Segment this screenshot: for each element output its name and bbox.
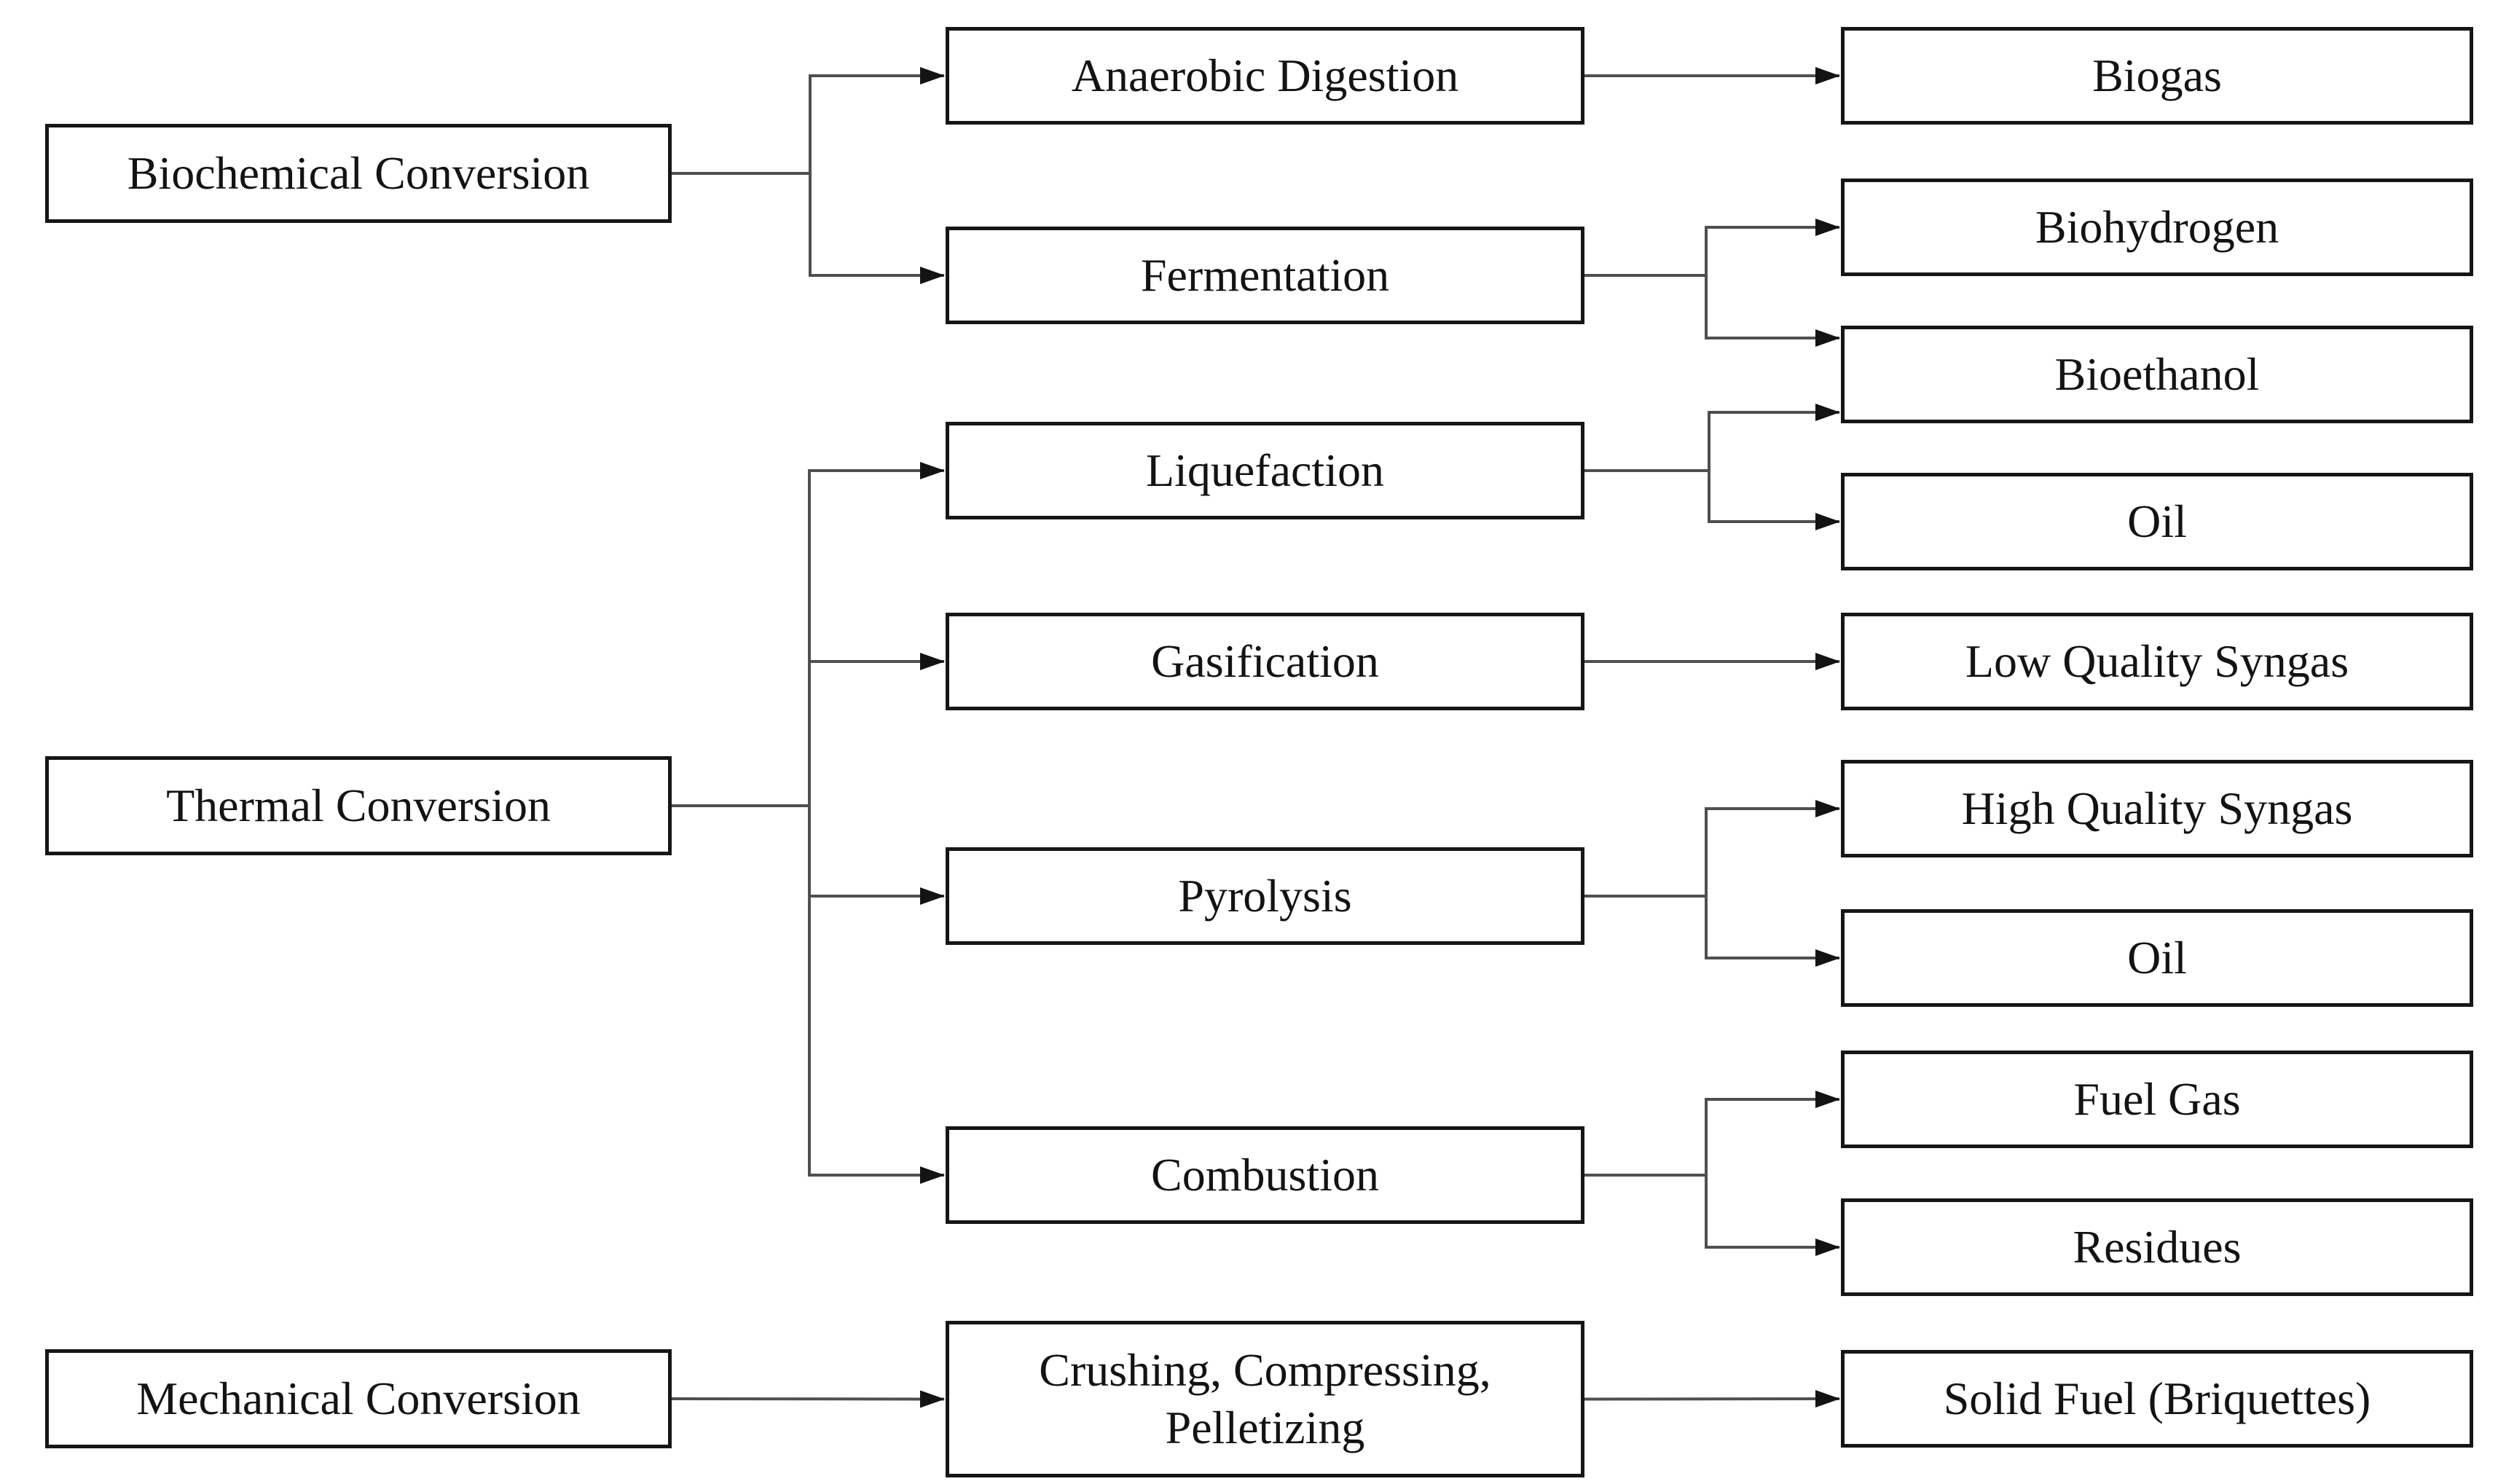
- node-bioethanol: Bioethanol: [1841, 326, 2473, 423]
- edge-combustion-to-residues: [1584, 1174, 1840, 1256]
- node-oil-liquefaction: Oil: [1841, 473, 2473, 570]
- node-label: Gasification: [1151, 635, 1379, 687]
- node-label: Fuel Gas: [2073, 1072, 2241, 1125]
- edge-thermal-conversion-to-gasification: [672, 653, 945, 807]
- edge-pyrolysis-to-high-quality-syngas: [1584, 800, 1840, 898]
- node-biohydrogen: Biohydrogen: [1841, 178, 2473, 276]
- node-label: Thermal Conversion: [166, 779, 551, 831]
- node-crushing-compressing-pelletizing: Crushing, Compressing, Pelletizing: [946, 1321, 1584, 1477]
- node-label: Oil: [2127, 495, 2187, 547]
- edge-combustion-to-fuel-gas: [1584, 1091, 1840, 1177]
- edge-liquefaction-to-oil-liquefaction: [1584, 469, 1840, 530]
- node-oil-pyrolysis: Oil: [1841, 909, 2473, 1007]
- node-anaerobic-digestion: Anaerobic Digestion: [946, 27, 1584, 125]
- node-label: Combustion: [1151, 1148, 1379, 1201]
- node-label: Oil: [2127, 931, 2187, 984]
- node-label: Residues: [2073, 1220, 2242, 1273]
- node-label: Crushing, Compressing, Pelletizing: [1039, 1344, 1491, 1453]
- edge-thermal-conversion-to-combustion: [672, 804, 945, 1184]
- node-label: High Quality Syngas: [1961, 782, 2353, 834]
- node-solid-fuel-briquettes: Solid Fuel (Briquettes): [1841, 1350, 2473, 1448]
- node-label: Low Quality Syngas: [1965, 635, 2349, 687]
- edge-liquefaction-to-bioethanol: [1584, 404, 1840, 472]
- node-fermentation: Fermentation: [946, 227, 1584, 324]
- edge-pyrolysis-to-oil-pyrolysis: [1584, 895, 1840, 967]
- node-label: Solid Fuel (Briquettes): [1943, 1372, 2371, 1424]
- node-label: Fermentation: [1140, 248, 1390, 301]
- node-biogas: Biogas: [1841, 27, 2473, 125]
- node-residues: Residues: [1841, 1198, 2473, 1296]
- edge-fermentation-to-biohydrogen: [1584, 219, 1840, 277]
- node-combustion: Combustion: [946, 1126, 1584, 1224]
- node-biochemical-conversion: Biochemical Conversion: [45, 124, 672, 223]
- node-label: Biogas: [2092, 49, 2222, 101]
- node-label: Mechanical Conversion: [136, 1372, 581, 1424]
- node-high-quality-syngas: High Quality Syngas: [1841, 760, 2473, 857]
- node-mechanical-conversion: Mechanical Conversion: [45, 1349, 672, 1448]
- node-label: Pyrolysis: [1178, 869, 1352, 922]
- node-label: Biohydrogen: [2035, 200, 2279, 253]
- edge-fermentation-to-bioethanol: [1584, 274, 1840, 347]
- edge-biochemical-conversion-to-fermentation: [672, 172, 945, 284]
- node-label: Anaerobic Digestion: [1071, 49, 1459, 101]
- node-label: Liquefaction: [1146, 444, 1384, 496]
- node-fuel-gas: Fuel Gas: [1841, 1051, 2473, 1148]
- node-label: Biochemical Conversion: [127, 146, 590, 199]
- node-liquefaction: Liquefaction: [946, 422, 1584, 519]
- node-label: Bioethanol: [2054, 348, 2260, 400]
- node-pyrolysis: Pyrolysis: [946, 847, 1584, 945]
- edge-biochemical-conversion-to-anaerobic-digestion: [672, 67, 945, 175]
- node-low-quality-syngas: Low Quality Syngas: [1841, 613, 2473, 710]
- node-thermal-conversion: Thermal Conversion: [45, 756, 672, 855]
- node-gasification: Gasification: [946, 613, 1584, 710]
